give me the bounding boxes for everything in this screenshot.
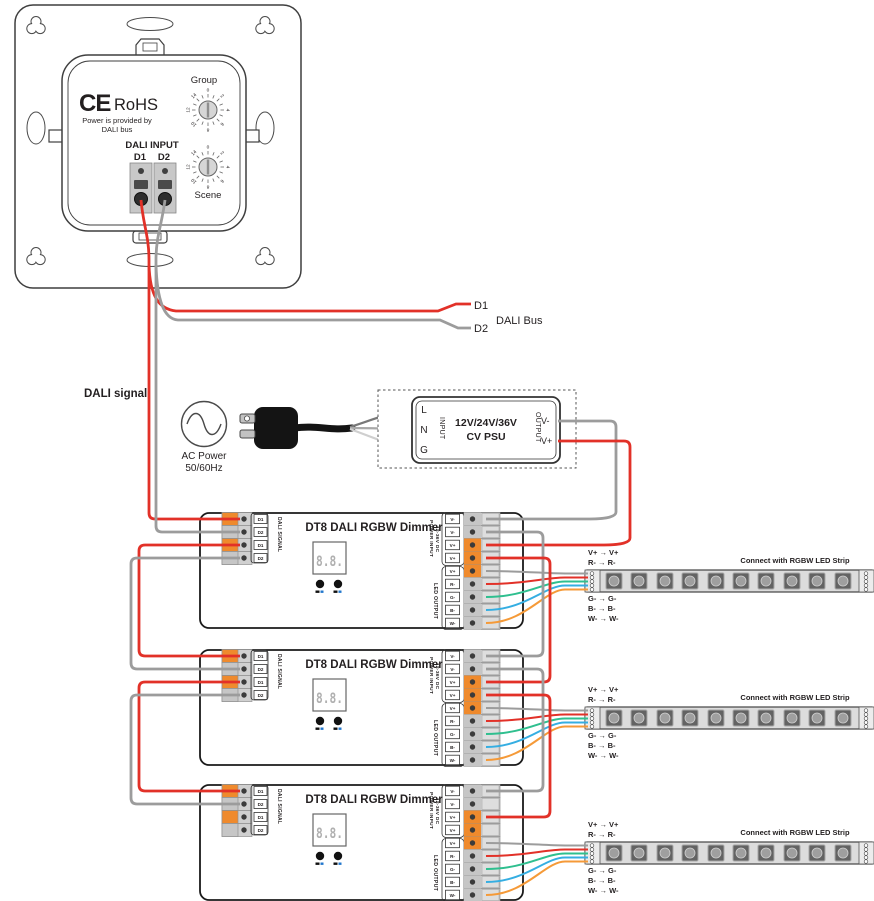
- sine-wave-icon: [186, 412, 222, 436]
- wire-led-vplus: [485, 842, 588, 847]
- rohs-mark: RoHS: [114, 96, 158, 114]
- led-strip-1: [584, 547, 874, 624]
- scene-dial: 0 2 4 6 8 10 12 14: [186, 145, 231, 190]
- dali-bus-d2-label: D2: [474, 323, 488, 335]
- dial-number: 14: [190, 92, 198, 100]
- wire-psu-vminus: [486, 419, 618, 521]
- dial-number: 8: [206, 127, 209, 133]
- psu-output-vertical-label: OUTPUT: [534, 412, 541, 443]
- wall-panel: CE RoHS Power is provided by DALI bus DA…: [14, 4, 302, 289]
- wire-dali-chain-2-3-d1: [137, 680, 240, 793]
- panel-d2-label: D2: [158, 152, 170, 163]
- ac-power-label: AC Power: [181, 451, 227, 462]
- panel-d1-label: D1: [134, 152, 147, 163]
- plate-slot-top: [126, 17, 174, 31]
- wire-led-rminus: [485, 713, 588, 722]
- dali-signal-label: DALI signal: [84, 388, 147, 400]
- main-wires: [129, 199, 632, 819]
- psu-vminus-label: V-: [541, 416, 550, 426]
- led-output-wires-dimmer3: [485, 842, 588, 896]
- power-note-line2: DALI bus: [102, 125, 133, 134]
- wire-led-bminus: [485, 721, 588, 748]
- psu-title-line1: 12V/24V/36V: [455, 417, 517, 429]
- plate-slot-left: [26, 111, 46, 145]
- wire-led-wminus: [485, 725, 588, 761]
- dial-number: 8: [206, 184, 209, 190]
- wire-led-bminus: [485, 584, 588, 611]
- dial-number: 4: [225, 109, 231, 112]
- dial-number: 12: [186, 107, 192, 113]
- plate-slot-right: [255, 111, 275, 145]
- psu-title-line2: CV PSU: [466, 431, 505, 443]
- dimmer-unit-2: [199, 648, 524, 768]
- dial-number: 2: [219, 93, 225, 99]
- dial-number: 6: [218, 178, 224, 184]
- panel-device-inner-outline: [67, 60, 241, 226]
- plug-cable: [290, 423, 356, 433]
- dial-number: 12: [186, 164, 192, 170]
- wire-power-chain-2-3-vplus: [486, 693, 552, 819]
- wire-dali-d1-feed: [139, 199, 240, 521]
- psu: L N G INPUT 12V/24V/36V CV PSU OUTPUT V-…: [377, 389, 577, 469]
- group-dial: 0 2 4 6 8 10 12 14: [186, 88, 231, 133]
- psu-terminal-g: G: [420, 445, 428, 456]
- psu-vplus-label: V+: [541, 436, 552, 446]
- ac-frequency-label: 50/60Hz: [185, 463, 222, 474]
- wire-led-wminus: [485, 588, 588, 624]
- led-strip-2: [584, 684, 874, 761]
- wire-led-gminus: [485, 580, 588, 598]
- scene-dial-label: Scene: [195, 190, 222, 201]
- wire-led-vplus: [485, 707, 588, 712]
- led-strip-3: [584, 819, 874, 896]
- psu-input-vertical-label: INPUT: [438, 417, 445, 440]
- dial-number: 6: [218, 121, 224, 127]
- dial-number: 2: [219, 150, 225, 156]
- dial-number: 10: [190, 177, 198, 185]
- dial-number: 0: [207, 145, 210, 151]
- wire-led-wminus: [485, 860, 588, 896]
- dali-input-terminals: [129, 162, 177, 214]
- dimmer-unit-3: [199, 783, 524, 901]
- wire-dali-chain-1-2-d2: [129, 556, 240, 671]
- wire-led-rminus: [485, 848, 588, 857]
- wire-dali-chain-2-3-d2: [129, 693, 240, 806]
- power-note-line1: Power is provided by: [82, 116, 152, 125]
- ce-mark: CE: [79, 90, 111, 117]
- dali-input-label: DALI INPUT: [125, 140, 179, 151]
- wire-dali-chain-1-2-d1: [137, 543, 240, 658]
- dial-number: 14: [190, 149, 198, 157]
- led-output-wires-dimmer2: [485, 707, 588, 761]
- plug-body-icon: [254, 407, 298, 449]
- wire-dali-d2-feed: [154, 199, 240, 534]
- wire-led-bminus: [485, 856, 588, 883]
- dimmer-unit-1: [199, 511, 524, 631]
- dial-number: 0: [207, 88, 210, 94]
- wire-psu-vplus: [486, 439, 632, 547]
- wire-led-gminus: [485, 717, 588, 735]
- psu-terminal-n: N: [420, 425, 427, 436]
- dali-bus-d1-label: D1: [474, 300, 488, 312]
- dial-number: 10: [190, 120, 198, 128]
- dali-bus-label: DALI Bus: [496, 315, 543, 327]
- led-output-wires-dimmer1: [485, 570, 588, 624]
- wire-power-chain-2-3-vminus: [486, 667, 545, 793]
- wire-power-chain-1-2-vplus: [486, 556, 552, 684]
- wire-power-chain-1-2-vminus: [486, 530, 545, 658]
- wire-led-rminus: [485, 576, 588, 585]
- wire-led-vplus: [485, 570, 588, 575]
- wire-led-gminus: [485, 852, 588, 870]
- dial-number: 4: [225, 166, 231, 169]
- ac-power-symbol: AC Power 50/60Hz: [180, 400, 228, 474]
- psu-terminal-l: L: [421, 405, 427, 416]
- group-dial-label: Group: [191, 75, 217, 86]
